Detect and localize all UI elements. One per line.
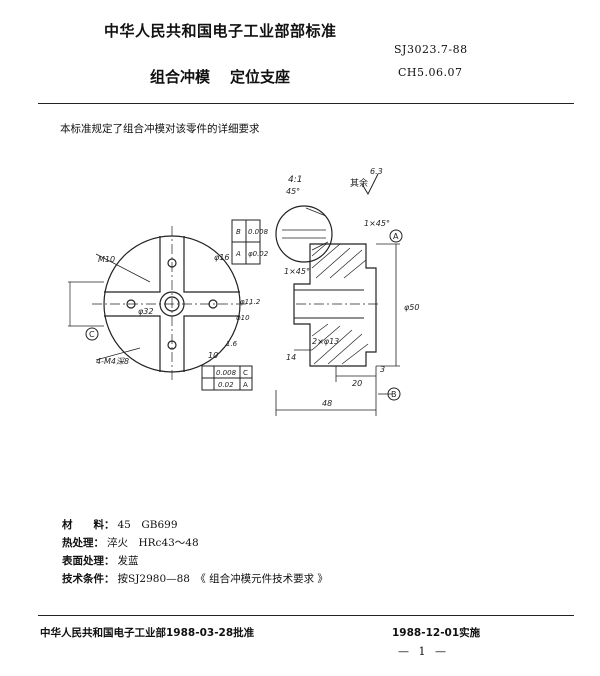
dim-14-label: 14 (286, 353, 296, 362)
dim-10-label: 10 (208, 351, 218, 360)
spec-surface-treatment: 表面处理：发蓝 (62, 555, 139, 567)
dia-50-label: φ50 (404, 303, 419, 312)
dia-10-label: φ10 (236, 314, 250, 322)
scale-label: 4:1 (288, 175, 302, 185)
title-sub: 定位支座 (230, 68, 291, 86)
tol-perp-value: 0.008 (248, 228, 269, 236)
page-number: — 1 — (398, 645, 449, 658)
tol-pos-value: φ0.02 (248, 250, 269, 258)
standard-number: SJ3023.7-88 (394, 43, 468, 56)
chamfer-label-1: 1×45° (364, 219, 390, 228)
spec-heat-treatment: 热处理：淬火 HRc43～48 (62, 537, 199, 549)
roughness-hole-value: 1.6 (226, 340, 238, 348)
dim-48-label: 48 (322, 399, 332, 408)
dia-13-label: 2×φ13 (312, 337, 339, 346)
tol-flat-ref: C (243, 369, 248, 377)
tol-sym-ref: A (243, 381, 248, 389)
intro-text: 本标准规定了组合冲模对该零件的详细要求 (60, 123, 260, 135)
approval-line: 中华人民共和国电子工业部1988-03-28批准 (40, 627, 255, 639)
roughness-rest-value: 6.3 (370, 167, 383, 176)
header-rule (38, 103, 574, 104)
thread-m10-label: M10 (98, 255, 115, 264)
dia-11-label: φ11.2 (240, 298, 261, 306)
spec-material: 材 料：45 GB699 (62, 519, 178, 531)
spec-technical-conditions: 技术条件：按SJ2980—88 《 组合冲模元件技术要求 》 (62, 573, 328, 585)
holes-label: 4-M4深8 (96, 357, 129, 366)
tol-pos-ref: A (235, 250, 241, 258)
dia-16-label: φ16 (214, 253, 229, 262)
issuer-title: 中华人民共和国电子工业部部标准 (104, 22, 337, 40)
chamfer-angle-label: 45° (286, 187, 300, 196)
technical-drawing: 4:1 其余 6.3 1×45° 1×45° 45° M10 φ32 φ16 φ… (68, 167, 419, 416)
effective-date: 1988-12-01实施 (392, 627, 481, 639)
tol-perp-ref: B (236, 228, 241, 236)
dim-20-label: 20 (352, 379, 362, 388)
tol-sym-value: 0.02 (218, 381, 234, 389)
dim-3-label: 3 (380, 365, 385, 374)
section-outline (293, 243, 377, 367)
chamfer-label-2: 1×45° (284, 267, 310, 276)
dia-32-label: φ32 (138, 307, 153, 316)
tol-flat-value: 0.008 (216, 369, 237, 377)
datum-c-label: C (89, 330, 95, 339)
datum-a-label: A (393, 232, 399, 241)
title-main: 组合冲模 (150, 68, 211, 86)
datum-b-label: B (391, 390, 397, 399)
roughness-rest-label: 其余 (350, 177, 368, 189)
document-title: 组合冲模 定位支座 (150, 66, 290, 87)
classification-number: CH5.06.07 (398, 66, 463, 79)
footer-rule (38, 615, 574, 616)
